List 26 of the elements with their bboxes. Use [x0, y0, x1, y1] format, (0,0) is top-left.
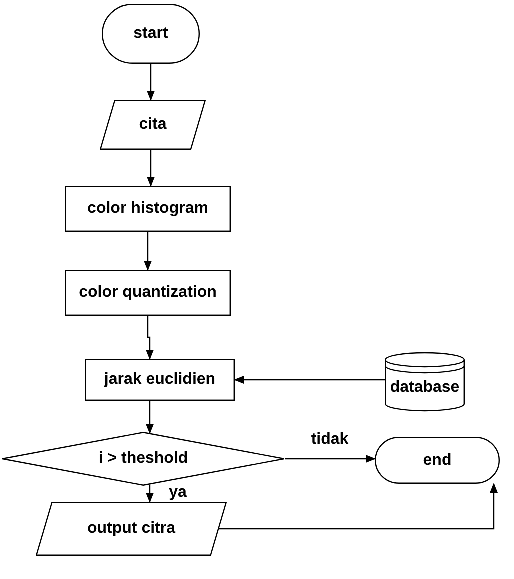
terminal-shape [375, 437, 500, 484]
arrow [234, 376, 385, 384]
node-label: database [390, 378, 460, 398]
node-label: end [423, 450, 452, 470]
arrow [146, 316, 154, 360]
process-box [85, 359, 235, 401]
node-label: start [134, 24, 168, 44]
node-label: output citra [88, 519, 176, 539]
arrow [147, 64, 155, 101]
process-box [65, 186, 231, 232]
arrow [144, 232, 152, 271]
input-parallelogram [100, 100, 206, 150]
decision-diamond [2, 432, 285, 486]
node-label: jarak euclidien [104, 370, 216, 390]
database-cylinder [385, 352, 465, 412]
arrow [146, 484, 154, 503]
node-label: color histogram [88, 199, 208, 219]
node-label: cita [139, 115, 167, 135]
output-parallelogram [36, 502, 227, 556]
arrow [146, 401, 154, 434]
node-label: color quantization [79, 283, 217, 303]
arrow [147, 150, 155, 187]
arrow [285, 455, 376, 463]
process-box [65, 270, 231, 316]
arrow [218, 483, 498, 530]
node-label: i > theshold [98, 449, 188, 469]
